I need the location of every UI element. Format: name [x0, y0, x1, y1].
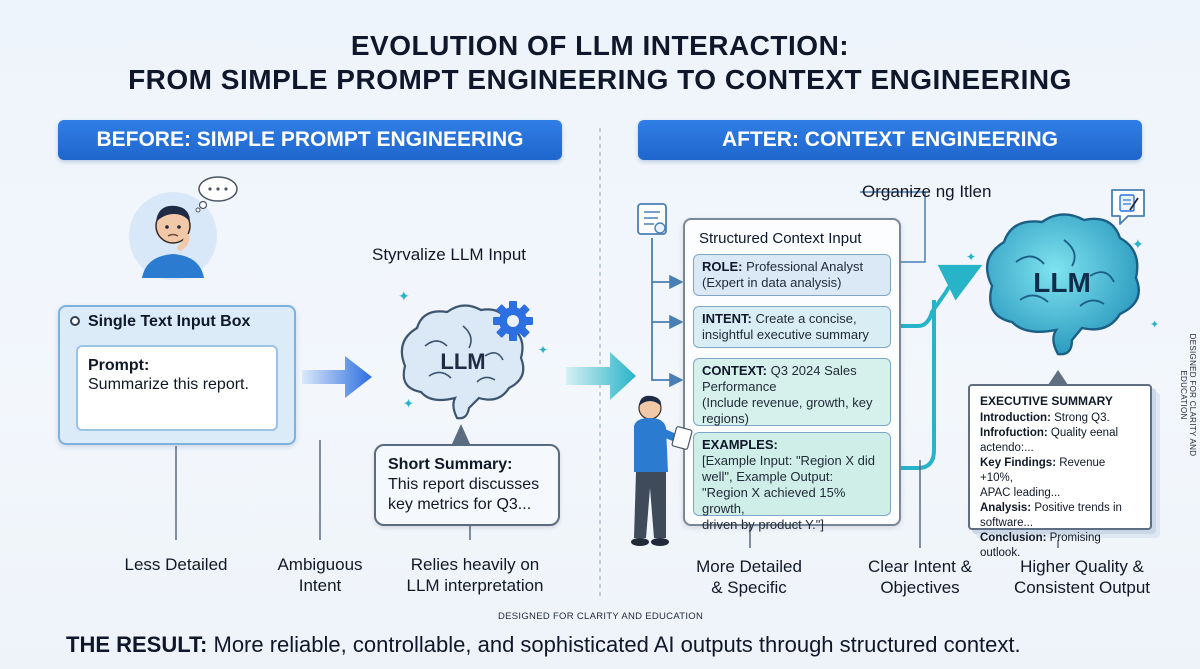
- document-icon: [636, 202, 670, 238]
- card-line2: (Expert in data analysis): [702, 275, 842, 290]
- page-title-line2: FROM SIMPLE PROMPT ENGINEERING TO CONTEX…: [128, 64, 1072, 95]
- exec-row: software...: [980, 517, 1034, 529]
- card-line4: driven by product Y."]: [702, 517, 824, 532]
- exec-row: Key Findings: Revenue +10%,: [980, 457, 1106, 484]
- context-card-context: CONTEXT: Q3 2024 Sales Performance (Incl…: [693, 358, 891, 426]
- card-line1: [Example Input: "Region X did: [702, 453, 875, 468]
- arrow-prompt-to-llm: [302, 356, 372, 398]
- short-summary-bubble: Short Summary: This report discusses key…: [374, 444, 560, 526]
- after-banner: AFTER: CONTEXT ENGINEERING: [638, 120, 1142, 160]
- brain-label: LLM: [440, 349, 485, 374]
- card-line2: insightful executive summary: [702, 327, 869, 342]
- context-card-intent: INTENT: Create a concise, insightful exe…: [693, 306, 891, 348]
- card-line2: Performance: [702, 379, 777, 394]
- exec-row: Infrofuction: Quality eenal: [980, 427, 1119, 439]
- label-ambiguous-line2: Intent: [298, 576, 342, 595]
- exec-row: actendo:...: [980, 442, 1034, 454]
- single-text-input-window: Single Text Input Box Prompt: Summarize …: [58, 305, 296, 445]
- bracket-context: [651, 238, 684, 388]
- standing-person-icon: [622, 392, 694, 548]
- label-relies-line2: LLM interpretation: [406, 576, 544, 595]
- label-ambiguous-line1: Ambiguous: [277, 555, 363, 574]
- card-key: CONTEXT:: [702, 363, 767, 378]
- executive-summary-card: EXECUTIVE SUMMARY Introduction: Strong Q…: [968, 384, 1152, 559]
- card-line1: Create a concise,: [751, 311, 857, 326]
- exec-card-tail: [1048, 370, 1068, 385]
- context-card-role: ROLE: Professional Analyst (Expert in da…: [693, 254, 891, 296]
- structured-context-panel: Structured Context Input ROLE: Professio…: [683, 218, 901, 532]
- organize-label: Organize ng Itlen: [862, 182, 992, 201]
- summary-line1: This report discusses: [388, 476, 540, 493]
- label-higher-quality-line1: Higher Quality &: [1020, 557, 1144, 576]
- card-key: EXAMPLES:: [702, 437, 778, 452]
- result-key: THE RESULT:: [66, 632, 208, 657]
- brain-icon: LLM: [968, 206, 1156, 366]
- label-clear-intent-line2: Objectives: [880, 578, 960, 597]
- label-clear-intent-line1: Clear Intent &: [868, 557, 972, 576]
- prompt-input-box[interactable]: Prompt: Summarize this report.: [76, 345, 278, 431]
- page-title-line1: EVOLUTION OF LLM INTERACTION:: [350, 30, 850, 61]
- prompt-text: Summarize this report.: [88, 376, 249, 393]
- thought-bubble-icon: [194, 175, 240, 213]
- summary-line2: key metrics for Q3...: [388, 496, 532, 513]
- exec-row: Conclusion: Promising outlook.: [980, 532, 1101, 559]
- label-more-detailed-line1: More Detailed: [696, 557, 802, 576]
- card-line3: "Region X achieved 15% growth,: [702, 485, 846, 516]
- brain-icon: LLM: [385, 296, 545, 426]
- brain-label: LLM: [1033, 267, 1091, 298]
- label-higher-quality-line2: Consistent Output: [1013, 578, 1151, 597]
- card-line1: Professional Analyst: [742, 259, 864, 274]
- side-caption: DESIGNED FOR CLARITY AND EDUCATION: [1179, 333, 1197, 457]
- designed-caption: DESIGNED FOR CLARITY AND EDUCATION: [498, 611, 704, 622]
- prompt-label: Prompt:: [88, 357, 150, 374]
- bubble-tail: [452, 424, 470, 444]
- result-statement: THE RESULT: More reliable, controllable,…: [66, 632, 1146, 658]
- thinking-person-icon: [128, 178, 248, 288]
- window-title: Single Text Input Box: [88, 313, 251, 330]
- panel-title: Structured Context Input: [699, 230, 862, 247]
- sparkle-icon: ✦: [538, 343, 549, 357]
- sparkle-icon: ✦: [966, 250, 977, 264]
- sparkle-icon: ✦: [403, 396, 414, 411]
- before-banner: BEFORE: SIMPLE PROMPT ENGINEERING: [58, 120, 562, 160]
- card-key: INTENT:: [702, 311, 752, 326]
- clipboard-icon: [1108, 186, 1148, 228]
- sparkle-icon: ✦: [398, 288, 410, 304]
- window-dot-icon: [70, 316, 80, 326]
- card-key: ROLE:: [702, 259, 743, 274]
- result-text: More reliable, controllable, and sophist…: [207, 632, 1021, 657]
- exec-row: Introduction: Strong Q3.: [980, 412, 1110, 424]
- sparkle-icon: ✦: [1132, 236, 1144, 252]
- exec-row: Analysis: Positive trends in: [980, 502, 1122, 514]
- label-more-detailed-line2: & Specific: [711, 578, 787, 597]
- card-line2: well", Example Output:: [702, 469, 834, 484]
- summary-title: Short Summary:: [388, 456, 513, 473]
- card-line3: (Include revenue, growth, key: [702, 395, 873, 410]
- card-line4: regions): [702, 411, 749, 426]
- sparkle-icon: ✦: [1150, 319, 1160, 331]
- label-less-detailed: Less Detailed: [124, 555, 228, 574]
- context-card-examples: EXAMPLES: [Example Input: "Region X did …: [693, 432, 891, 532]
- exec-title: EXECUTIVE SUMMARY: [980, 394, 1113, 408]
- label-relies-line1: Relies heavily on: [410, 555, 540, 574]
- card-line1: Q3 2024 Sales: [767, 363, 857, 378]
- gear-icon: [488, 296, 538, 346]
- llm-input-label: Styrvalize LLM Input: [372, 245, 527, 264]
- exec-row: APAC leading...: [980, 487, 1061, 499]
